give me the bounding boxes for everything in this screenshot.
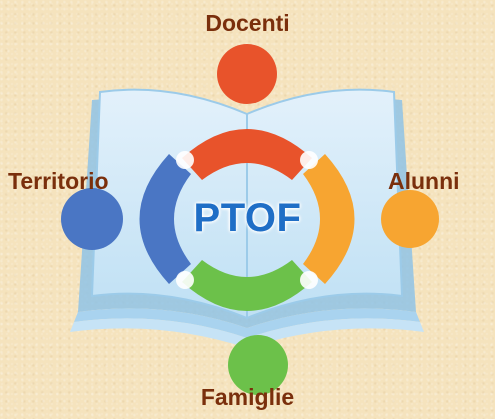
- person-left-icon: [61, 154, 191, 284]
- person-bottom-icon: [182, 260, 312, 395]
- person-top-icon: [182, 44, 312, 180]
- center-title: PTOF: [193, 196, 302, 240]
- node-label-docenti: Docenti: [205, 10, 290, 36]
- node-label-famiglie: Famiglie: [200, 384, 295, 410]
- node-label-alunni: Alunni: [388, 168, 460, 194]
- people-circle-icon: [61, 44, 439, 395]
- node-label-territorio: Territorio: [8, 168, 109, 194]
- person-right-icon: [303, 154, 439, 284]
